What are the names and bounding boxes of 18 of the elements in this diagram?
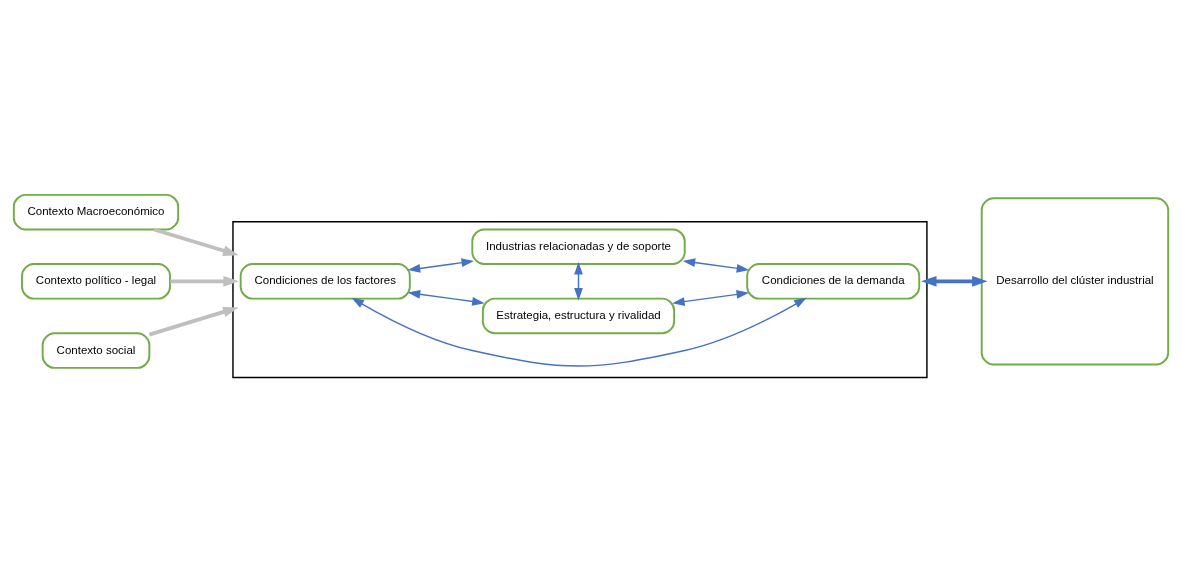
arrow bbox=[682, 258, 750, 273]
arrow bbox=[148, 306, 239, 337]
arrow bbox=[407, 258, 474, 273]
node-box: Condiciones de la demanda bbox=[746, 263, 921, 300]
arrow bbox=[351, 297, 807, 367]
arrow bbox=[407, 289, 485, 306]
arrow bbox=[153, 227, 239, 256]
arrow bbox=[672, 290, 749, 306]
cluster bbox=[232, 221, 928, 379]
node-box: Estrategia, estructura y rivalidad bbox=[481, 297, 676, 335]
node-box: Contexto político - legal bbox=[21, 263, 171, 300]
node-box: Industrias relacionadas y de soporte bbox=[471, 228, 686, 265]
arrow bbox=[170, 275, 239, 287]
node-box: Contexto Macroeconómico bbox=[12, 193, 180, 231]
arrow bbox=[921, 275, 988, 287]
node-box: Desarrollo del clúster industrial bbox=[980, 197, 1170, 366]
node-box: Condiciones de los factores bbox=[239, 263, 411, 300]
node-box: Contexto social bbox=[41, 332, 151, 369]
